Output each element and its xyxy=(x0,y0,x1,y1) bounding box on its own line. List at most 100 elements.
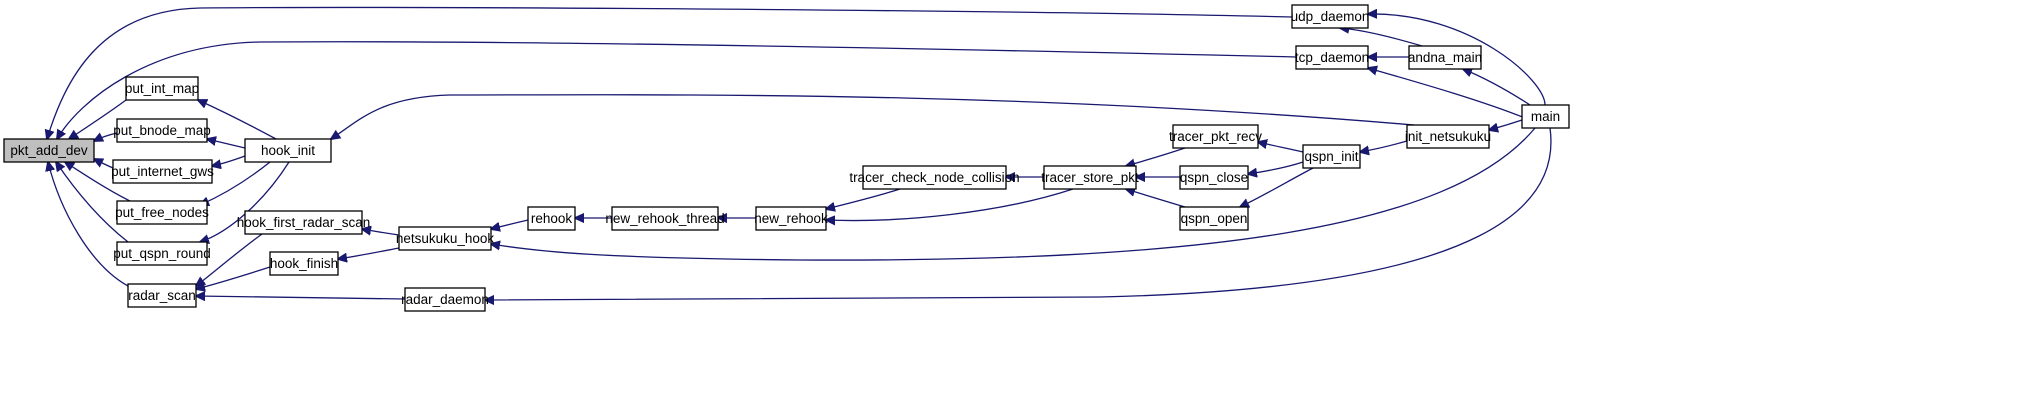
node-label: tcp_daemon xyxy=(1295,50,1369,65)
node-label: put_qspn_round xyxy=(113,246,211,261)
node-qspn_close[interactable]: qspn_close xyxy=(1179,165,1249,190)
node-box xyxy=(125,76,199,101)
edge-tcp_daemon-to-pkt_add_dev xyxy=(57,41,1297,139)
edge-qspn_init-to-qspn_open xyxy=(1240,167,1314,207)
node-label: main xyxy=(1531,109,1560,124)
node-label: hook_finish xyxy=(270,256,338,271)
edge-tracer_check_node_collision-to-new_rehook xyxy=(826,188,901,209)
node-label: qspn_open xyxy=(1181,211,1248,226)
node-box xyxy=(755,206,827,231)
node-box xyxy=(1302,144,1361,169)
node-box xyxy=(112,159,213,184)
edge-netsukuku_hook-to-hook_finish xyxy=(338,247,400,259)
node-label: netsukuku_hook xyxy=(396,231,495,246)
edge-put_qspn_round-to-pkt_add_dev xyxy=(56,162,129,243)
node-box xyxy=(1406,124,1490,149)
node-box xyxy=(116,118,208,143)
node-new_rehook_thread[interactable]: new_rehook_thread xyxy=(605,206,725,231)
node-box xyxy=(116,200,208,225)
node-box xyxy=(1179,206,1249,231)
node-label: tracer_store_pkt xyxy=(1041,170,1139,185)
node-label: put_bnode_map xyxy=(113,123,211,138)
edge-main-to-radar_daemon xyxy=(485,127,1552,300)
node-box xyxy=(1172,124,1259,149)
edge-main-to-netsukuku_hook xyxy=(491,127,1536,261)
node-label: tracer_pkt_recv xyxy=(1169,129,1262,144)
node-box xyxy=(1179,165,1249,190)
edge-put_free_nodes-to-pkt_add_dev xyxy=(65,162,131,202)
edge-init_netsukuku-to-qspn_init xyxy=(1360,140,1408,152)
node-label: qspn_close xyxy=(1180,170,1248,185)
node-label: qspn_init xyxy=(1304,149,1358,164)
edge-put_internet_gws-to-pkt_add_dev xyxy=(94,159,114,169)
node-andna_main[interactable]: andna_main xyxy=(1408,45,1482,70)
edge-main-to-init_netsukuku xyxy=(1489,119,1523,130)
node-hook_first_radar_scan[interactable]: hook_first_radar_scan xyxy=(237,210,371,235)
node-label: radar_scan xyxy=(128,288,196,303)
node-box xyxy=(611,206,719,231)
node-box xyxy=(404,287,486,312)
node-new_rehook[interactable]: new_rehook xyxy=(754,206,828,231)
edge-init_netsukuku-to-hook_init xyxy=(331,94,1415,139)
node-label: udp_daemon xyxy=(1291,9,1370,24)
node-label: pkt_add_dev xyxy=(10,143,88,158)
edge-hook_init-to-put_int_map xyxy=(198,100,277,140)
node-qspn_init[interactable]: qspn_init xyxy=(1302,144,1361,169)
node-rehook[interactable]: rehook xyxy=(527,206,576,231)
node-box xyxy=(1291,4,1369,29)
edge-qspn_init-to-tracer_pkt_recv xyxy=(1258,142,1304,153)
node-init_netsukuku[interactable]: init_netsukuku xyxy=(1405,124,1491,149)
node-label: rehook xyxy=(531,211,573,226)
node-label: init_netsukuku xyxy=(1405,129,1491,144)
edge-tracer_pkt_recv-to-tracer_store_pkt xyxy=(1126,147,1186,166)
node-label: new_rehook xyxy=(754,211,828,226)
nodes: pkt_add_dev put_int_map put_bnode_map put_i… xyxy=(3,4,1570,312)
edge-radar_daemon-to-radar_scan xyxy=(196,296,406,299)
node-tracer_pkt_recv[interactable]: tracer_pkt_recv xyxy=(1169,124,1262,149)
node-tracer_store_pkt[interactable]: tracer_store_pkt xyxy=(1041,165,1139,190)
node-put_free_nodes[interactable]: put_free_nodes xyxy=(115,200,209,225)
node-label: hook_first_radar_scan xyxy=(237,215,371,230)
edge-radar_scan-to-pkt_add_dev xyxy=(48,162,129,287)
node-qspn_open[interactable]: qspn_open xyxy=(1179,206,1249,231)
edge-hook_init-to-put_bnode_map xyxy=(207,139,246,149)
node-box xyxy=(116,241,208,266)
node-radar_daemon[interactable]: radar_daemon xyxy=(401,287,489,312)
node-box xyxy=(527,206,576,231)
node-put_bnode_map[interactable]: put_bnode_map xyxy=(113,118,211,143)
node-box xyxy=(1408,45,1482,70)
edge-put_bnode_map-to-pkt_add_dev xyxy=(94,132,118,141)
edge-qspn_init-to-qspn_close xyxy=(1248,161,1304,174)
node-box xyxy=(1521,104,1570,129)
node-put_qspn_round[interactable]: put_qspn_round xyxy=(113,241,211,266)
node-netsukuku_hook[interactable]: netsukuku_hook xyxy=(396,226,495,251)
node-hook_finish[interactable]: hook_finish xyxy=(269,251,339,276)
edge-main-to-tcp_daemon xyxy=(1368,68,1526,119)
edge-main-to-udp_daemon xyxy=(1368,14,1546,106)
node-tracer_check_node_collision[interactable]: tracer_check_node_collision xyxy=(849,165,1020,190)
node-label: radar_daemon xyxy=(401,292,489,307)
edge-put_int_map-to-pkt_add_dev xyxy=(69,99,127,139)
edge-udp_daemon-to-pkt_add_dev xyxy=(47,6,1293,139)
node-radar_scan[interactable]: radar_scan xyxy=(127,283,197,308)
node-udp_daemon[interactable]: udp_daemon xyxy=(1291,4,1370,29)
node-box xyxy=(398,226,492,251)
node-label: hook_init xyxy=(261,143,315,158)
edge-rehook-to-netsukuku_hook xyxy=(491,219,529,229)
node-tcp_daemon[interactable]: tcp_daemon xyxy=(1295,45,1369,70)
node-box xyxy=(1043,165,1137,190)
node-hook_init[interactable]: hook_init xyxy=(244,138,332,163)
node-label: tracer_check_node_collision xyxy=(849,170,1019,185)
node-put_int_map[interactable]: put_int_map xyxy=(125,76,199,101)
edge-andna_main-to-udp_daemon xyxy=(1340,28,1423,47)
edge-hook_first_radar_scan-to-radar_scan xyxy=(196,233,263,286)
node-put_internet_gws[interactable]: put_internet_gws xyxy=(111,159,214,184)
node-label: new_rehook_thread xyxy=(605,211,724,226)
node-box xyxy=(1295,45,1369,70)
node-pkt_add_dev[interactable]: pkt_add_dev xyxy=(3,138,95,163)
node-main[interactable]: main xyxy=(1521,104,1570,129)
node-label: put_int_map xyxy=(125,81,199,96)
node-box xyxy=(244,138,332,163)
node-label: put_free_nodes xyxy=(115,205,209,220)
